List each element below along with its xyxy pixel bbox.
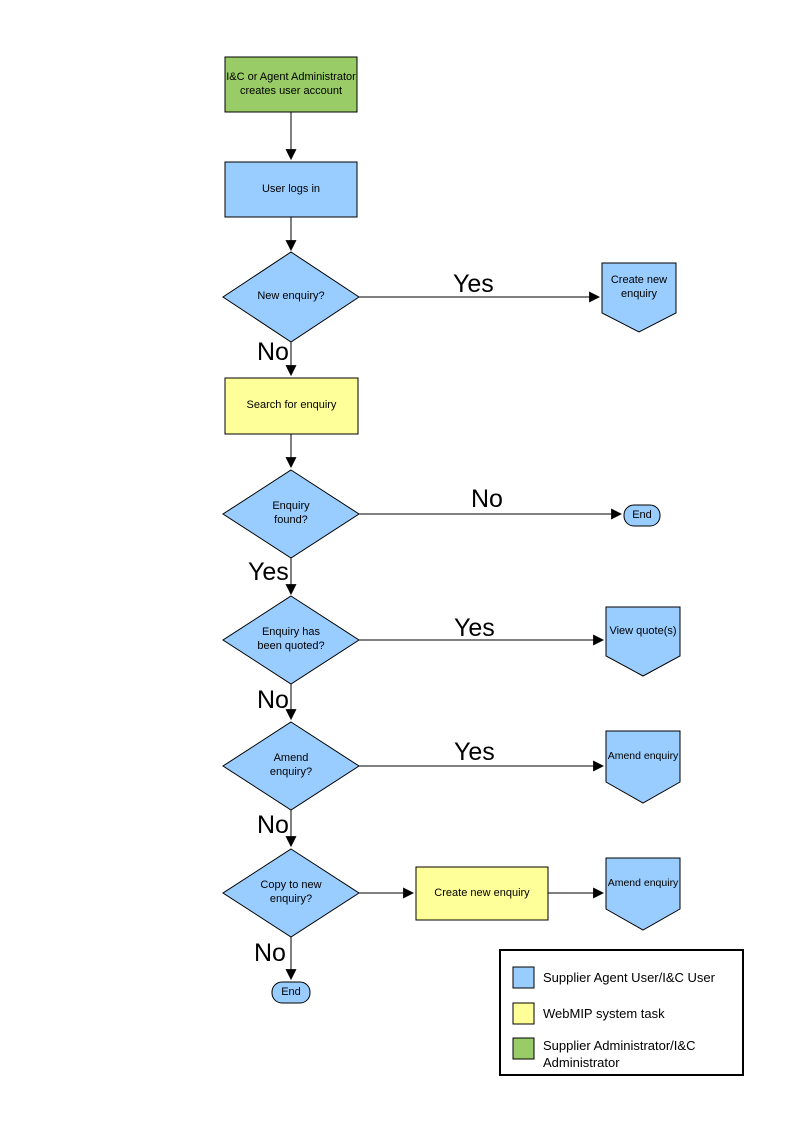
enquiry-quoted-diamond [222, 595, 360, 685]
create-account-box [224, 56, 358, 113]
amend-enquiry-pentagon [605, 730, 681, 804]
legend-swatch-system [512, 1002, 535, 1025]
enquiry-found-diamond [222, 469, 360, 559]
end-terminator-2 [271, 981, 311, 1004]
legend-swatch-user [512, 966, 535, 989]
create-new-enquiry-box-2 [415, 866, 549, 921]
user-logs-in-box [224, 161, 358, 218]
amend-enquiry-diamond [222, 721, 360, 811]
new-enquiry-diamond [222, 251, 360, 343]
legend-swatch-admin [512, 1037, 535, 1060]
copy-to-new-diamond [222, 848, 360, 938]
flow-arrows [285, 112, 623, 981]
view-quotes-pentagon [605, 606, 681, 677]
search-for-enquiry-box [224, 377, 359, 435]
legend-box [499, 949, 744, 1076]
create-new-enquiry-pentagon [601, 262, 677, 333]
amend-enquiry-pentagon-2 [605, 857, 681, 931]
end-terminator-1 [623, 504, 661, 527]
